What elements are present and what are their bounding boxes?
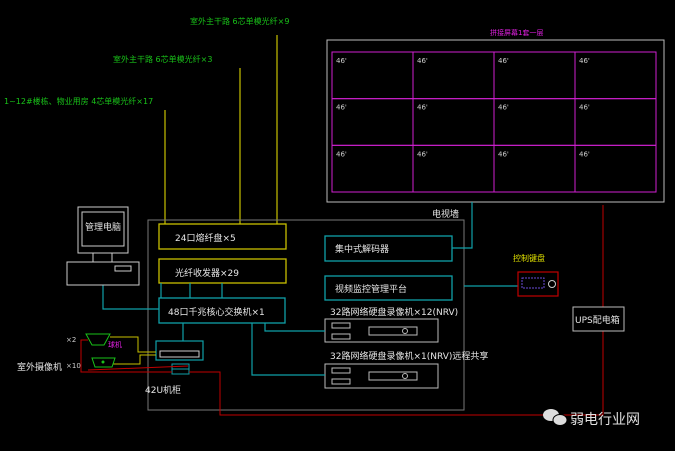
video-wall-screen [574, 144, 657, 193]
screen-size-label: 46' [579, 150, 590, 158]
screen-size-label: 46' [336, 150, 347, 158]
screen-size-label: 46' [498, 150, 509, 158]
access-switch [155, 340, 204, 375]
fiber-label-1: 室外主干路 6芯单模光纤×9 [190, 16, 289, 26]
svg-text:48口千兆核心交换机×1: 48口千兆核心交换机×1 [168, 306, 265, 318]
svg-text:32路网络硬盘录像机×1(NRV)远程共享: 32路网络硬盘录像机×1(NRV)远程共享 [330, 350, 488, 362]
central-decoder: 集中式解码器 [324, 235, 453, 262]
screen-size-label: 46' [417, 150, 428, 158]
screen-size-label: 46' [417, 104, 428, 112]
fiber-patch-panel: 24口熔纤盘×5 [158, 223, 287, 250]
svg-text:32路网络硬盘录像机×12(NRV): 32路网络硬盘录像机×12(NRV) [330, 306, 458, 318]
fiber-lines [164, 35, 278, 224]
control-keyboard [517, 271, 559, 297]
fiber-transceiver: 光纤收发器×29 [158, 258, 287, 284]
screen-size-label: 46' [417, 57, 428, 65]
camera-links [110, 336, 156, 365]
dome-camera: 球机 [85, 333, 122, 349]
watermark: 弱电行业网 [543, 409, 640, 428]
power-lines [80, 205, 604, 416]
svg-text:UPS配电箱: UPS配电箱 [575, 314, 620, 326]
svg-text:视频监控管理平台: 视频监控管理平台 [335, 283, 407, 295]
screen-size-label: 46' [336, 104, 347, 112]
ups-box: UPS配电箱 [572, 306, 625, 332]
svg-text:光纤收发器×29: 光纤收发器×29 [175, 267, 239, 279]
screen-size-label: 46' [498, 104, 509, 112]
svg-text:球机: 球机 [108, 340, 122, 349]
pc-label: 管理电脑 [85, 221, 121, 233]
bullet-camera [91, 357, 116, 368]
svg-text:集中式解码器: 集中式解码器 [335, 243, 389, 255]
screen-size-label: 46' [336, 57, 347, 65]
screen-size-label: 46' [579, 57, 590, 65]
fiber-label-2: 室外主干路 6芯单模光纤×3 [113, 54, 212, 64]
fiber-label-3: 1~12#楼栋、物业用房 4芯单模光纤×17 [4, 96, 153, 106]
camera-count-bullet: ×10 [66, 362, 81, 370]
svg-text:24口熔纤盘×5: 24口熔纤盘×5 [175, 232, 236, 244]
rack-frame [147, 219, 465, 411]
core-switch: 48口千兆核心交换机×1 [158, 297, 286, 324]
nvr-1: 32路网络硬盘录像机×12(NRV) [324, 306, 458, 343]
svg-text:弱电行业网: 弱电行业网 [570, 412, 640, 428]
screen-size-label: 46' [498, 57, 509, 65]
network-lines [102, 202, 518, 376]
video-wall-frame [326, 39, 665, 203]
rack-label: 42U机柜 [145, 384, 181, 396]
camera-count-dome: ×2 [66, 336, 76, 344]
vms-platform: 视频监控管理平台 [324, 275, 453, 301]
outdoor-camera-label: 室外摄像机 [17, 361, 62, 373]
video-wall-title: 拼接屏幕1套一层 [490, 28, 543, 37]
nvr-2: 32路网络硬盘录像机×1(NRV)远程共享 [324, 350, 488, 389]
video-wall-screens: 46' 46' 46' 46' 46' 46' 46' 46' 46' 46' 46' 46' [331, 51, 657, 193]
keyboard-label: 控制键盘 [513, 253, 545, 263]
video-wall-label: 电视墙 [432, 208, 459, 220]
screen-size-label: 46' [579, 104, 590, 112]
management-pc: 管理电脑 [66, 206, 140, 286]
